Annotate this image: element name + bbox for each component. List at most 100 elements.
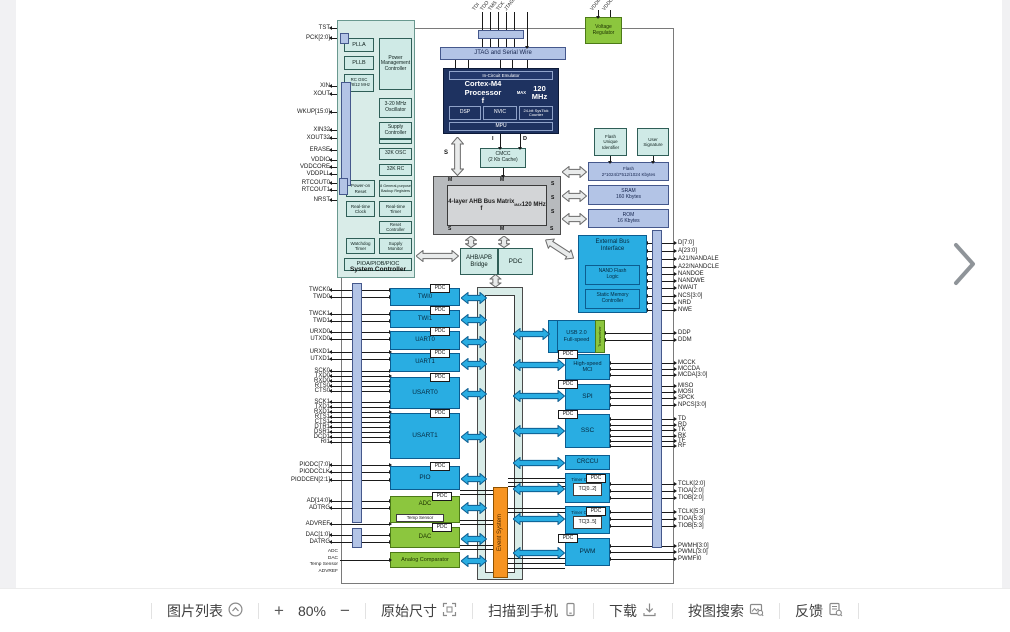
label-m: M: [500, 177, 505, 183]
image-list-button[interactable]: 图片列表: [152, 601, 258, 621]
pin-wire-advref: [331, 524, 390, 525]
pin-label-mccda: MCCDA: [678, 366, 700, 372]
download-icon: [642, 602, 657, 620]
pin-label-nwait: NWAIT: [678, 285, 698, 291]
wire: [340, 560, 390, 561]
pin-label-nrd: NRD: [678, 300, 691, 306]
block-real-time-timer: Real-time Timer: [379, 201, 412, 217]
block-ahb-apb-bridge: AHB/APB Bridge: [460, 248, 498, 275]
label-i: I: [492, 136, 494, 142]
pin-label-sck0: SCK0: [314, 368, 330, 374]
bus-arrow: [512, 512, 566, 526]
block-mpu: MPU: [449, 122, 553, 131]
bus-arrow: [561, 189, 588, 203]
pin-label-jtagsel: JTAGSEL: [503, 0, 522, 12]
zoom-out-button[interactable]: −: [340, 601, 350, 620]
block-power-management-controller: Power Management Controller: [379, 38, 412, 90]
pin-label-cts0: CTS0: [314, 388, 330, 394]
label-s: S: [551, 209, 555, 215]
pin-wire-ddm: [605, 340, 675, 341]
block-static-memory-controller: Static Memory Controller: [585, 289, 640, 309]
label-s: S: [551, 181, 555, 187]
label-system-controller: System Controller: [350, 266, 406, 273]
pin-wire-tclk-2-0: [610, 484, 675, 485]
bus-arrow: [460, 291, 488, 305]
bus-arrow: [460, 472, 488, 486]
block-event-system: Event System: [493, 487, 508, 578]
pdc-tag: PDC: [558, 350, 578, 359]
phone-icon: [563, 602, 578, 620]
pin-label-xin32: XIN32: [313, 127, 330, 133]
pin-label-nandoe: NANDOE: [678, 271, 704, 277]
block-in-circuit-emulator: In-Circuit Emulator: [449, 71, 553, 80]
pin-wire-miso: [610, 386, 675, 387]
feedback-button[interactable]: 反馈: [780, 601, 858, 621]
wire: [482, 12, 483, 30]
block-reset-controller: Reset Controller: [379, 221, 412, 234]
pdc-tag: PDC: [558, 380, 578, 389]
pin-label-tioa-2-0: TIOA[2:0]: [678, 488, 704, 494]
original-size-button[interactable]: 原始尺寸: [366, 601, 472, 621]
scan-to-phone-button[interactable]: 扫描到手机: [473, 601, 593, 621]
pin-wire-tk: [610, 430, 675, 431]
block-ssc: SSC: [565, 414, 610, 448]
pin-label-txd0: TXD0: [314, 373, 330, 379]
bus-arrow: [415, 249, 460, 263]
pin-label-piodcen-2-1: PIODCEN[2:1]: [290, 477, 330, 483]
block-usart1: USART1: [390, 413, 460, 459]
pin-label-ad-14-0: AD[14:0]: [306, 498, 330, 504]
pin-wire-pwml-3-0: [610, 552, 675, 553]
download-button[interactable]: 下载: [594, 601, 672, 621]
toolbar-divider: [258, 602, 260, 619]
pin-label-adtrg: ADTRG: [309, 505, 330, 511]
wire: [512, 60, 513, 68]
search-by-image-button[interactable]: 按图搜索: [673, 601, 779, 621]
block-dsp: DSP: [449, 106, 481, 120]
block-3-20-mhz-oscillator: 3-20 MHz Oscillator: [379, 98, 412, 118]
pin-label-tf: TF: [678, 438, 686, 444]
pin-label-mcda-3-0: MCDA[3:0]: [678, 372, 708, 378]
pin-label-wkup-15-0: WKUP[15:0]: [296, 109, 330, 115]
next-image-button[interactable]: [948, 240, 982, 290]
pdc-tag: PDC: [432, 492, 452, 501]
block-power-on-reset: Power-on Reset: [346, 180, 375, 197]
toolbar-divider: [592, 602, 594, 619]
pin-label-advref: ADVREF: [305, 521, 330, 527]
pin-label-nrst: NRST: [313, 197, 330, 203]
pin-label-twd1: TWD1: [313, 318, 330, 324]
pin-label-dcd1: DCD1: [313, 434, 330, 440]
left-page-margin: [0, 0, 16, 588]
block-crccu: CRCCU: [565, 455, 610, 470]
zoom-in-button[interactable]: +: [274, 601, 284, 620]
toolbar-divider: [471, 602, 473, 619]
pin-label-rtcout1: RTCOUT1: [301, 187, 330, 193]
pin-wire-pwmh-3-0: [610, 546, 675, 547]
pin-label-dtr1: DTR1: [314, 424, 330, 430]
wire: [596, 10, 600, 19]
pin-label-tioa-5-3: TIOA[5:3]: [678, 516, 704, 522]
block-jtag-mini-bar: [478, 30, 524, 39]
block-supply-monitor: Supply Monitor: [379, 238, 412, 254]
pin-label-twck1: TWCK1: [309, 311, 330, 317]
bus-arrow: [460, 554, 488, 568]
pin-label-urxd1: URXD1: [309, 349, 330, 355]
bus-arrow: [512, 546, 566, 560]
original-size-icon: [442, 602, 457, 620]
block-temp-sensor: Temp Sensor: [396, 514, 444, 522]
pin-wire-mccda: [610, 369, 675, 370]
pin-label-twd0: TWD0: [313, 294, 330, 300]
block-tc-3-5: TC[3..5]: [573, 516, 602, 529]
pin-label-ddm: DDM: [678, 337, 692, 343]
image-list-label: 图片列表: [167, 602, 224, 619]
block-port-rtcout: [339, 178, 348, 195]
pdc-tag: PDC: [558, 410, 578, 419]
block-pdc: PDC: [498, 248, 533, 275]
block-watchdog-timer: Watchdog Timer: [346, 238, 375, 254]
pin-label-td: TD: [678, 416, 686, 422]
block-analog-comparator: Analog Comparator: [390, 552, 460, 568]
block-32k-rc: 32K RC: [379, 164, 412, 176]
block-rom: ROM 16 Kbytes: [588, 209, 669, 228]
pin-label-sck1: SCK1: [314, 399, 330, 405]
zoom-controls: + 80% −: [259, 602, 365, 619]
